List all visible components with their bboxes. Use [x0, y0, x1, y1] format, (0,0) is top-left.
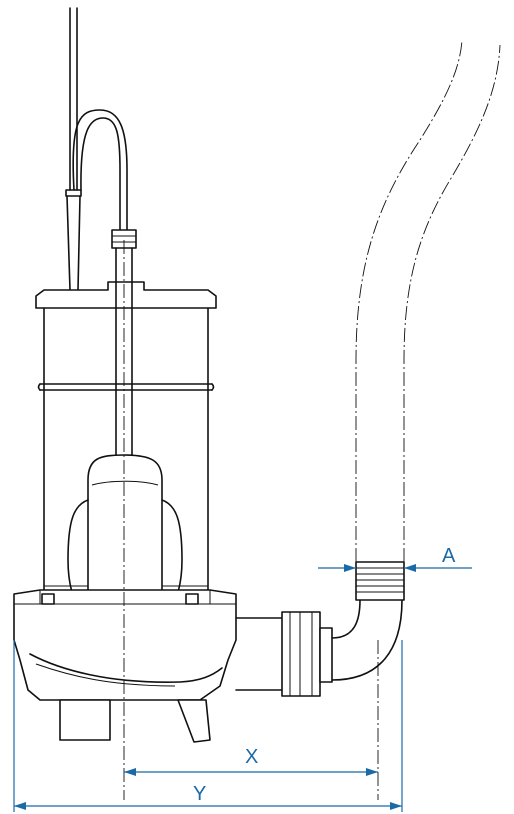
- riser-coupling: [355, 561, 405, 601]
- discharge-pipe: [235, 599, 403, 697]
- dimension-y-label: Y: [193, 783, 206, 805]
- pump-stand: [59, 699, 211, 743]
- dimension-x-label: X: [245, 746, 258, 768]
- power-cable: [65, 7, 82, 291]
- dimension-a: [318, 564, 472, 572]
- float-cable: [72, 109, 137, 249]
- dimension-y: [13, 640, 403, 812]
- float-rod: [115, 247, 133, 463]
- dimension-a-label: A: [442, 545, 456, 567]
- pump-casing: [13, 589, 237, 701]
- dimension-x: [124, 768, 378, 776]
- discharge-hose: [355, 39, 501, 562]
- centerlines: [123, 240, 379, 800]
